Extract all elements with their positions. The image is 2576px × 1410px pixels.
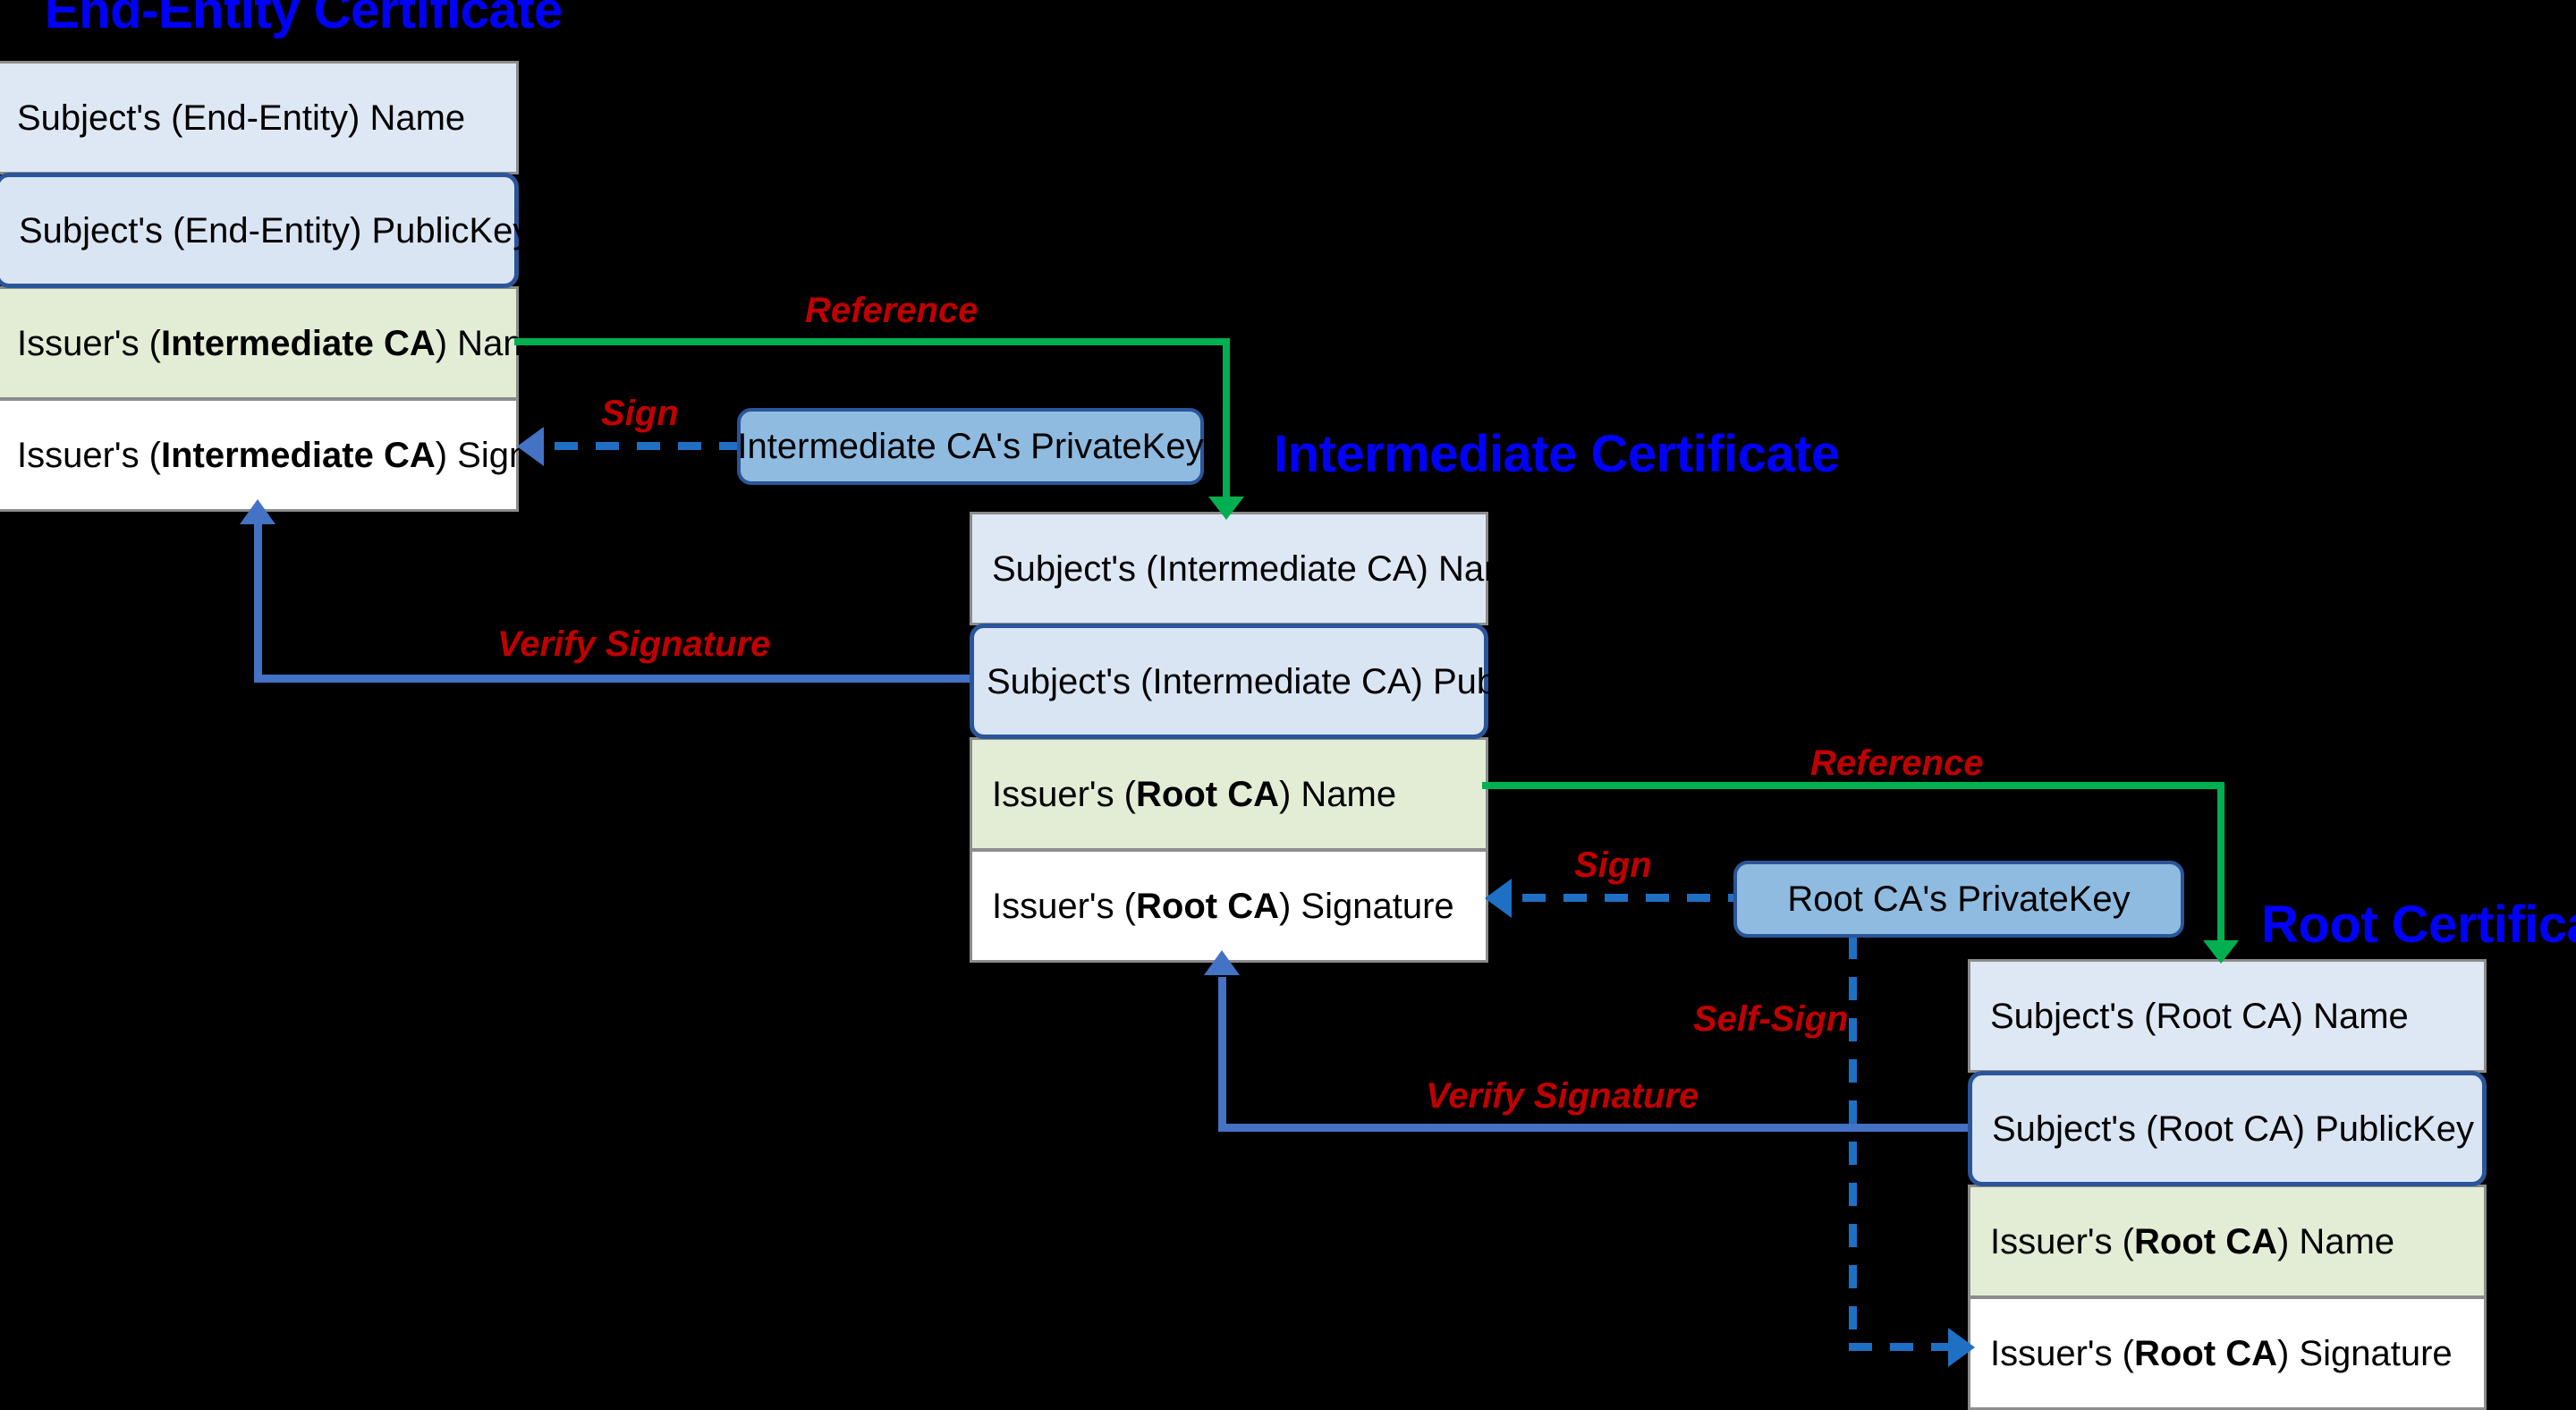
- root-issuer-name-prefix: Issuer's (: [1990, 1221, 2134, 1261]
- intermediate-issuer-signature-bold: Root CA: [1136, 886, 1279, 926]
- verify-edge-2-vertical: [1218, 977, 1226, 1129]
- root-issuer-name-suffix: ) Name: [2276, 1221, 2395, 1261]
- sign-edge-2-line: [1522, 894, 1737, 902]
- intermediate-issuer-name-row[interactable]: Issuer's (Root CA) Name: [970, 737, 1488, 851]
- root-certificate-title: Root Certificate: [2261, 896, 2576, 954]
- root-issuer-signature-prefix: Issuer's (: [1990, 1333, 2134, 1373]
- root-subject-publickey-row[interactable]: Subject's (Root CA) PublicKey: [1968, 1071, 2487, 1186]
- root-subject-name-row[interactable]: Subject's (Root CA) Name: [1968, 959, 2487, 1073]
- sign-edge-2-arrowhead: [1485, 879, 1512, 918]
- reference-edge-1-horizontal: [514, 338, 1230, 345]
- end-entity-issuer-name-row[interactable]: Issuer's (Intermediate CA) Name: [0, 286, 553, 400]
- intermediate-subject-publickey-text: Subject's (Intermediate CA) PublicKey: [987, 661, 1592, 701]
- self-sign-edge-vertical: [1849, 936, 1857, 1347]
- reference-edge-1-vertical: [1223, 338, 1230, 504]
- verify-edge-1-arrowhead: [240, 499, 275, 524]
- sign-edge-1-line: [555, 442, 747, 450]
- verify-edge-2-label: Verify Signature: [1426, 1076, 1699, 1116]
- intermediate-certificate-title: Intermediate Certificate: [1274, 425, 1840, 483]
- intermediate-issuer-signature-prefix: Issuer's (: [992, 886, 1136, 926]
- intermediate-issuer-signature-row[interactable]: Issuer's (Root CA) Signature: [970, 849, 1488, 963]
- reference-edge-2-label: Reference: [1810, 743, 1984, 783]
- intermediate-issuer-name-bold: Root CA: [1136, 774, 1279, 814]
- intermediate-issuer-name-suffix: ) Name: [1278, 774, 1397, 814]
- root-certificate: Subject's (Root CA) Name Subject's (Root…: [1968, 959, 2487, 1410]
- intermediate-subject-publickey-row[interactable]: Subject's (Intermediate CA) PublicKey: [970, 624, 1592, 739]
- root-issuer-signature-row[interactable]: Issuer's (Root CA) Signature: [1968, 1296, 2487, 1410]
- self-sign-edge-horizontal: [1849, 1343, 1956, 1351]
- reference-edge-2-vertical: [2217, 782, 2224, 947]
- end-entity-issuer-name-bold: Intermediate CA: [161, 323, 436, 363]
- verify-edge-1-vertical: [254, 523, 262, 680]
- intermediate-ca-privatekey-box[interactable]: Intermediate CA's PrivateKey: [737, 408, 1204, 485]
- verify-edge-2-horizontal: [1218, 1124, 1974, 1132]
- verify-edge-1-label: Verify Signature: [497, 624, 771, 664]
- root-subject-name-text: Subject's (Root CA) Name: [1990, 996, 2409, 1036]
- end-entity-subject-name-text: Subject's (End-Entity) Name: [17, 98, 466, 138]
- end-entity-subject-publickey-row[interactable]: Subject's (End-Entity) PublicKey: [0, 173, 530, 288]
- intermediate-issuer-signature-suffix: ) Signature: [1278, 886, 1454, 926]
- end-entity-subject-name-row[interactable]: Subject's (End-Entity) Name: [0, 61, 519, 174]
- reference-edge-1-arrowhead: [1208, 497, 1244, 520]
- sign-edge-1-label: Sign: [601, 394, 679, 433]
- end-entity-subject-publickey-text: Subject's (End-Entity) PublicKey: [19, 210, 531, 251]
- intermediate-subject-name-row[interactable]: Subject's (Intermediate CA) Name: [970, 512, 1534, 625]
- root-ca-privatekey-box[interactable]: Root CA's PrivateKey: [1733, 861, 2184, 938]
- reference-edge-2-arrowhead: [2203, 940, 2239, 964]
- verify-edge-1-horizontal: [254, 675, 975, 683]
- end-entity-issuer-signature-row[interactable]: Issuer's (Intermediate CA) Signature: [0, 398, 610, 512]
- intermediate-ca-privatekey-label: Intermediate CA's PrivateKey: [737, 426, 1204, 466]
- root-ca-privatekey-label: Root CA's PrivateKey: [1787, 879, 2131, 919]
- end-entity-issuer-signature-prefix: Issuer's (: [17, 435, 161, 475]
- end-entity-certificate: Subject's (End-Entity) Name Subject's (E…: [0, 61, 610, 512]
- reference-edge-2-horizontal: [1482, 782, 2224, 789]
- intermediate-certificate: Subject's (Intermediate CA) Name Subject…: [970, 512, 1592, 963]
- reference-edge-1-label: Reference: [805, 291, 979, 330]
- intermediate-subject-name-text: Subject's (Intermediate CA) Name: [992, 548, 1534, 589]
- intermediate-issuer-name-prefix: Issuer's (: [992, 774, 1136, 814]
- end-entity-issuer-name-prefix: Issuer's (: [17, 323, 161, 363]
- end-entity-issuer-signature-bold: Intermediate CA: [161, 435, 436, 475]
- end-entity-certificate-title: End-Entity Certificate: [45, 0, 563, 39]
- root-issuer-signature-suffix: ) Signature: [2276, 1333, 2453, 1373]
- sign-edge-2-label: Sign: [1574, 845, 1652, 885]
- self-sign-edge-arrowhead: [1948, 1328, 1975, 1367]
- root-subject-publickey-text: Subject's (Root CA) PublicKey: [1992, 1108, 2474, 1149]
- self-sign-edge-label: Self-Sign: [1693, 999, 1849, 1039]
- root-issuer-signature-bold: Root CA: [2134, 1333, 2277, 1373]
- root-issuer-name-bold: Root CA: [2134, 1221, 2277, 1261]
- verify-edge-2-arrowhead: [1204, 950, 1240, 975]
- root-issuer-name-row[interactable]: Issuer's (Root CA) Name: [1968, 1185, 2487, 1298]
- sign-edge-1-arrowhead: [517, 427, 544, 466]
